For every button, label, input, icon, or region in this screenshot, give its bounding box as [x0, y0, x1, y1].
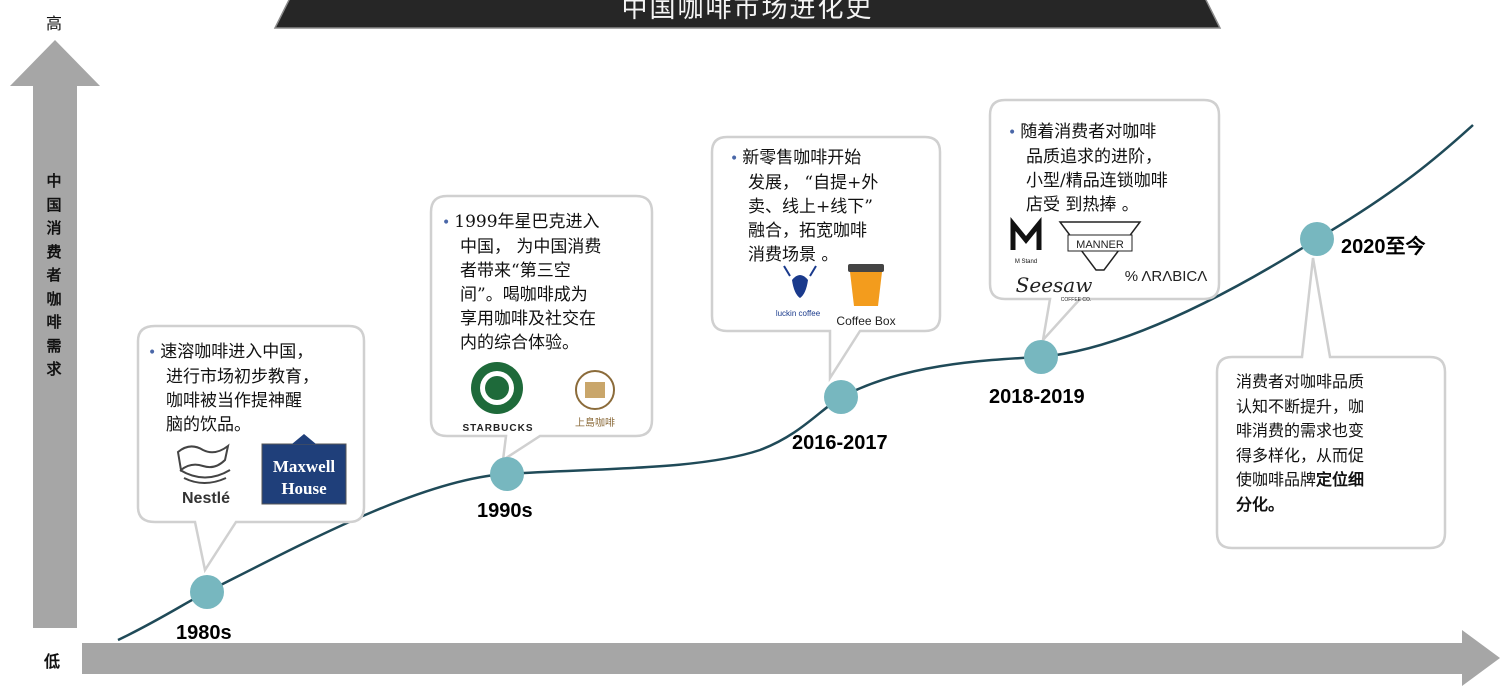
- era-label-2018: 2018-2019: [989, 386, 1085, 408]
- svg-text:Maxwell: Maxwell: [273, 457, 336, 476]
- y-axis-high-label: 高: [46, 14, 63, 33]
- luckin-logo: luckin coffee: [776, 265, 821, 318]
- node-2020: [1300, 222, 1334, 256]
- svg-text:COFFEE CO.: COFFEE CO.: [1061, 297, 1092, 303]
- mstand-logo: M Stand: [1010, 216, 1042, 265]
- x-axis-arrow: [82, 630, 1500, 686]
- era-label-1990s: 1990s: [477, 500, 533, 522]
- bubble-2016: [710, 135, 942, 383]
- nestle-logo: Nestlé: [176, 443, 231, 507]
- y-axis-arrow: [10, 40, 100, 628]
- era-label-1980s: 1980s: [176, 622, 232, 644]
- bubble-2018: [988, 98, 1221, 345]
- bubble-2020: [1215, 257, 1447, 550]
- svg-text:M Stand: M Stand: [1015, 259, 1037, 265]
- node-1980s: [190, 575, 224, 609]
- growth-curve: [117, 124, 1474, 642]
- title-banner: [273, 0, 1222, 29]
- bubble-text-1990s: •1999年星巴克进入 中国， 为中国消费 者带来“第三空 间”。喝咖啡成为 享…: [442, 212, 602, 353]
- svg-text:% ΛRΛBICΛ: % ΛRΛBICΛ: [1125, 268, 1208, 285]
- bubble-text-2018: •随着消费者对咖啡 品质追求的进阶， 小型/精品连锁咖啡 店受 到热捧 。: [1008, 122, 1168, 215]
- era-label-2020: 2020至今: [1341, 236, 1426, 258]
- seesaw-logo: Seesaw COFFEE CO.: [1016, 273, 1093, 303]
- bubble-text-1980s: •速溶咖啡进入中国， 进行市场初步教育， 咖啡被当作提神醒 脑的饮品。: [148, 342, 319, 435]
- coffeebox-logo: Coffee Box: [836, 264, 896, 328]
- svg-text:luckin coffee: luckin coffee: [776, 309, 821, 318]
- era-label-2016: 2016-2017: [792, 432, 888, 454]
- bubble-text-2016: •新零售咖啡开始 发展， “自提+外 卖、线上+线下” 融合，拓宽咖啡 消费场景…: [730, 148, 879, 265]
- svg-text:MANNER: MANNER: [1076, 239, 1124, 251]
- svg-text:STARBUCKS: STARBUCKS: [462, 423, 533, 434]
- svg-text:上島咖啡: 上島咖啡: [575, 416, 615, 429]
- svg-text:House: House: [281, 479, 327, 498]
- svg-text:Coffee Box: Coffee Box: [836, 314, 895, 328]
- node-1990s: [490, 457, 524, 491]
- y-axis-title: 中 国 消 费 者 咖 啡 需 求: [46, 172, 62, 378]
- bubble-1980s: [136, 324, 366, 574]
- page-title: 中国咖啡市场进化史: [621, 0, 874, 24]
- nestle-wordmark: Nestlé: [182, 490, 230, 507]
- bubble-text-2020: 消费者对咖啡品质 认知不断提升，咖 啡消费的需求也变 得多样化，从而促 使咖啡品…: [1236, 372, 1365, 514]
- svg-text:Seesaw: Seesaw: [1016, 273, 1093, 297]
- starbucks-logo: STARBUCKS: [462, 362, 533, 434]
- node-2018: [1024, 340, 1058, 374]
- manner-logo: MANNER: [1058, 221, 1142, 271]
- maxwell-house-logo: Maxwell House: [261, 434, 347, 505]
- node-2016: [824, 380, 858, 414]
- y-axis-low-label: 低: [44, 652, 61, 671]
- arabica-logo: % ΛRΛBICΛ: [1125, 268, 1208, 285]
- shangdao-logo: 上島咖啡: [575, 370, 615, 429]
